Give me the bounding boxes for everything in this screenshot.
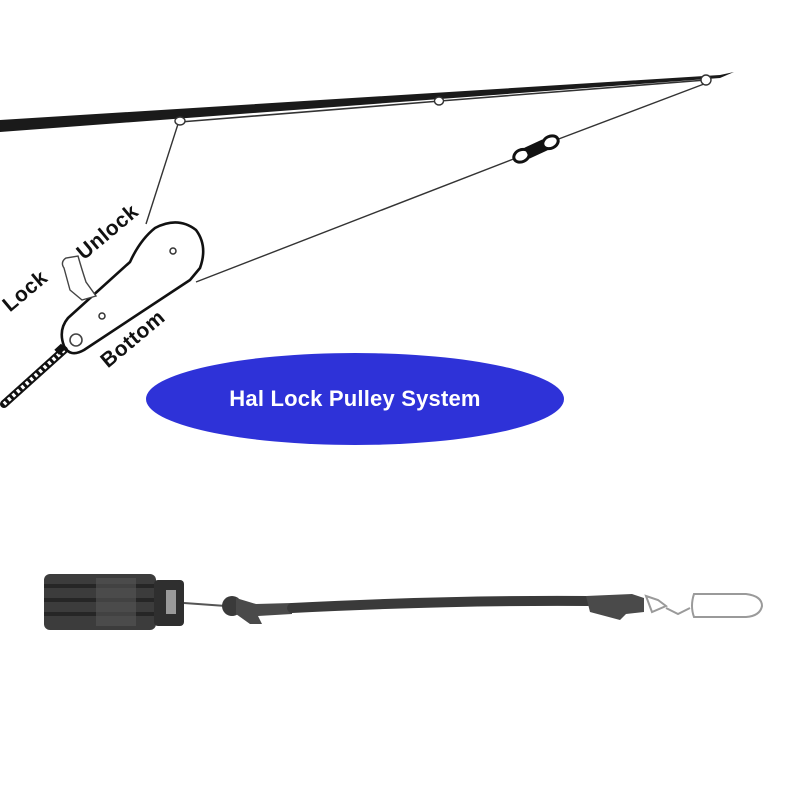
snap-clip — [644, 593, 764, 618]
rod-guides — [174, 74, 712, 126]
fishing-rod — [0, 72, 734, 132]
hal-lock-pulley — [60, 221, 205, 355]
bungee-end-right — [586, 594, 644, 620]
tip-line — [195, 83, 705, 283]
title-badge: Hal Lock Pulley System — [146, 353, 564, 445]
connector-wire — [183, 602, 227, 607]
down-line — [145, 123, 179, 225]
braided-line — [0, 343, 68, 408]
bungee-end-left — [222, 596, 292, 624]
pulley-block — [44, 574, 184, 630]
swivel-snap — [512, 134, 560, 164]
bungee-cord — [287, 595, 593, 613]
diagram-title: Hal Lock Pulley System — [229, 386, 481, 411]
